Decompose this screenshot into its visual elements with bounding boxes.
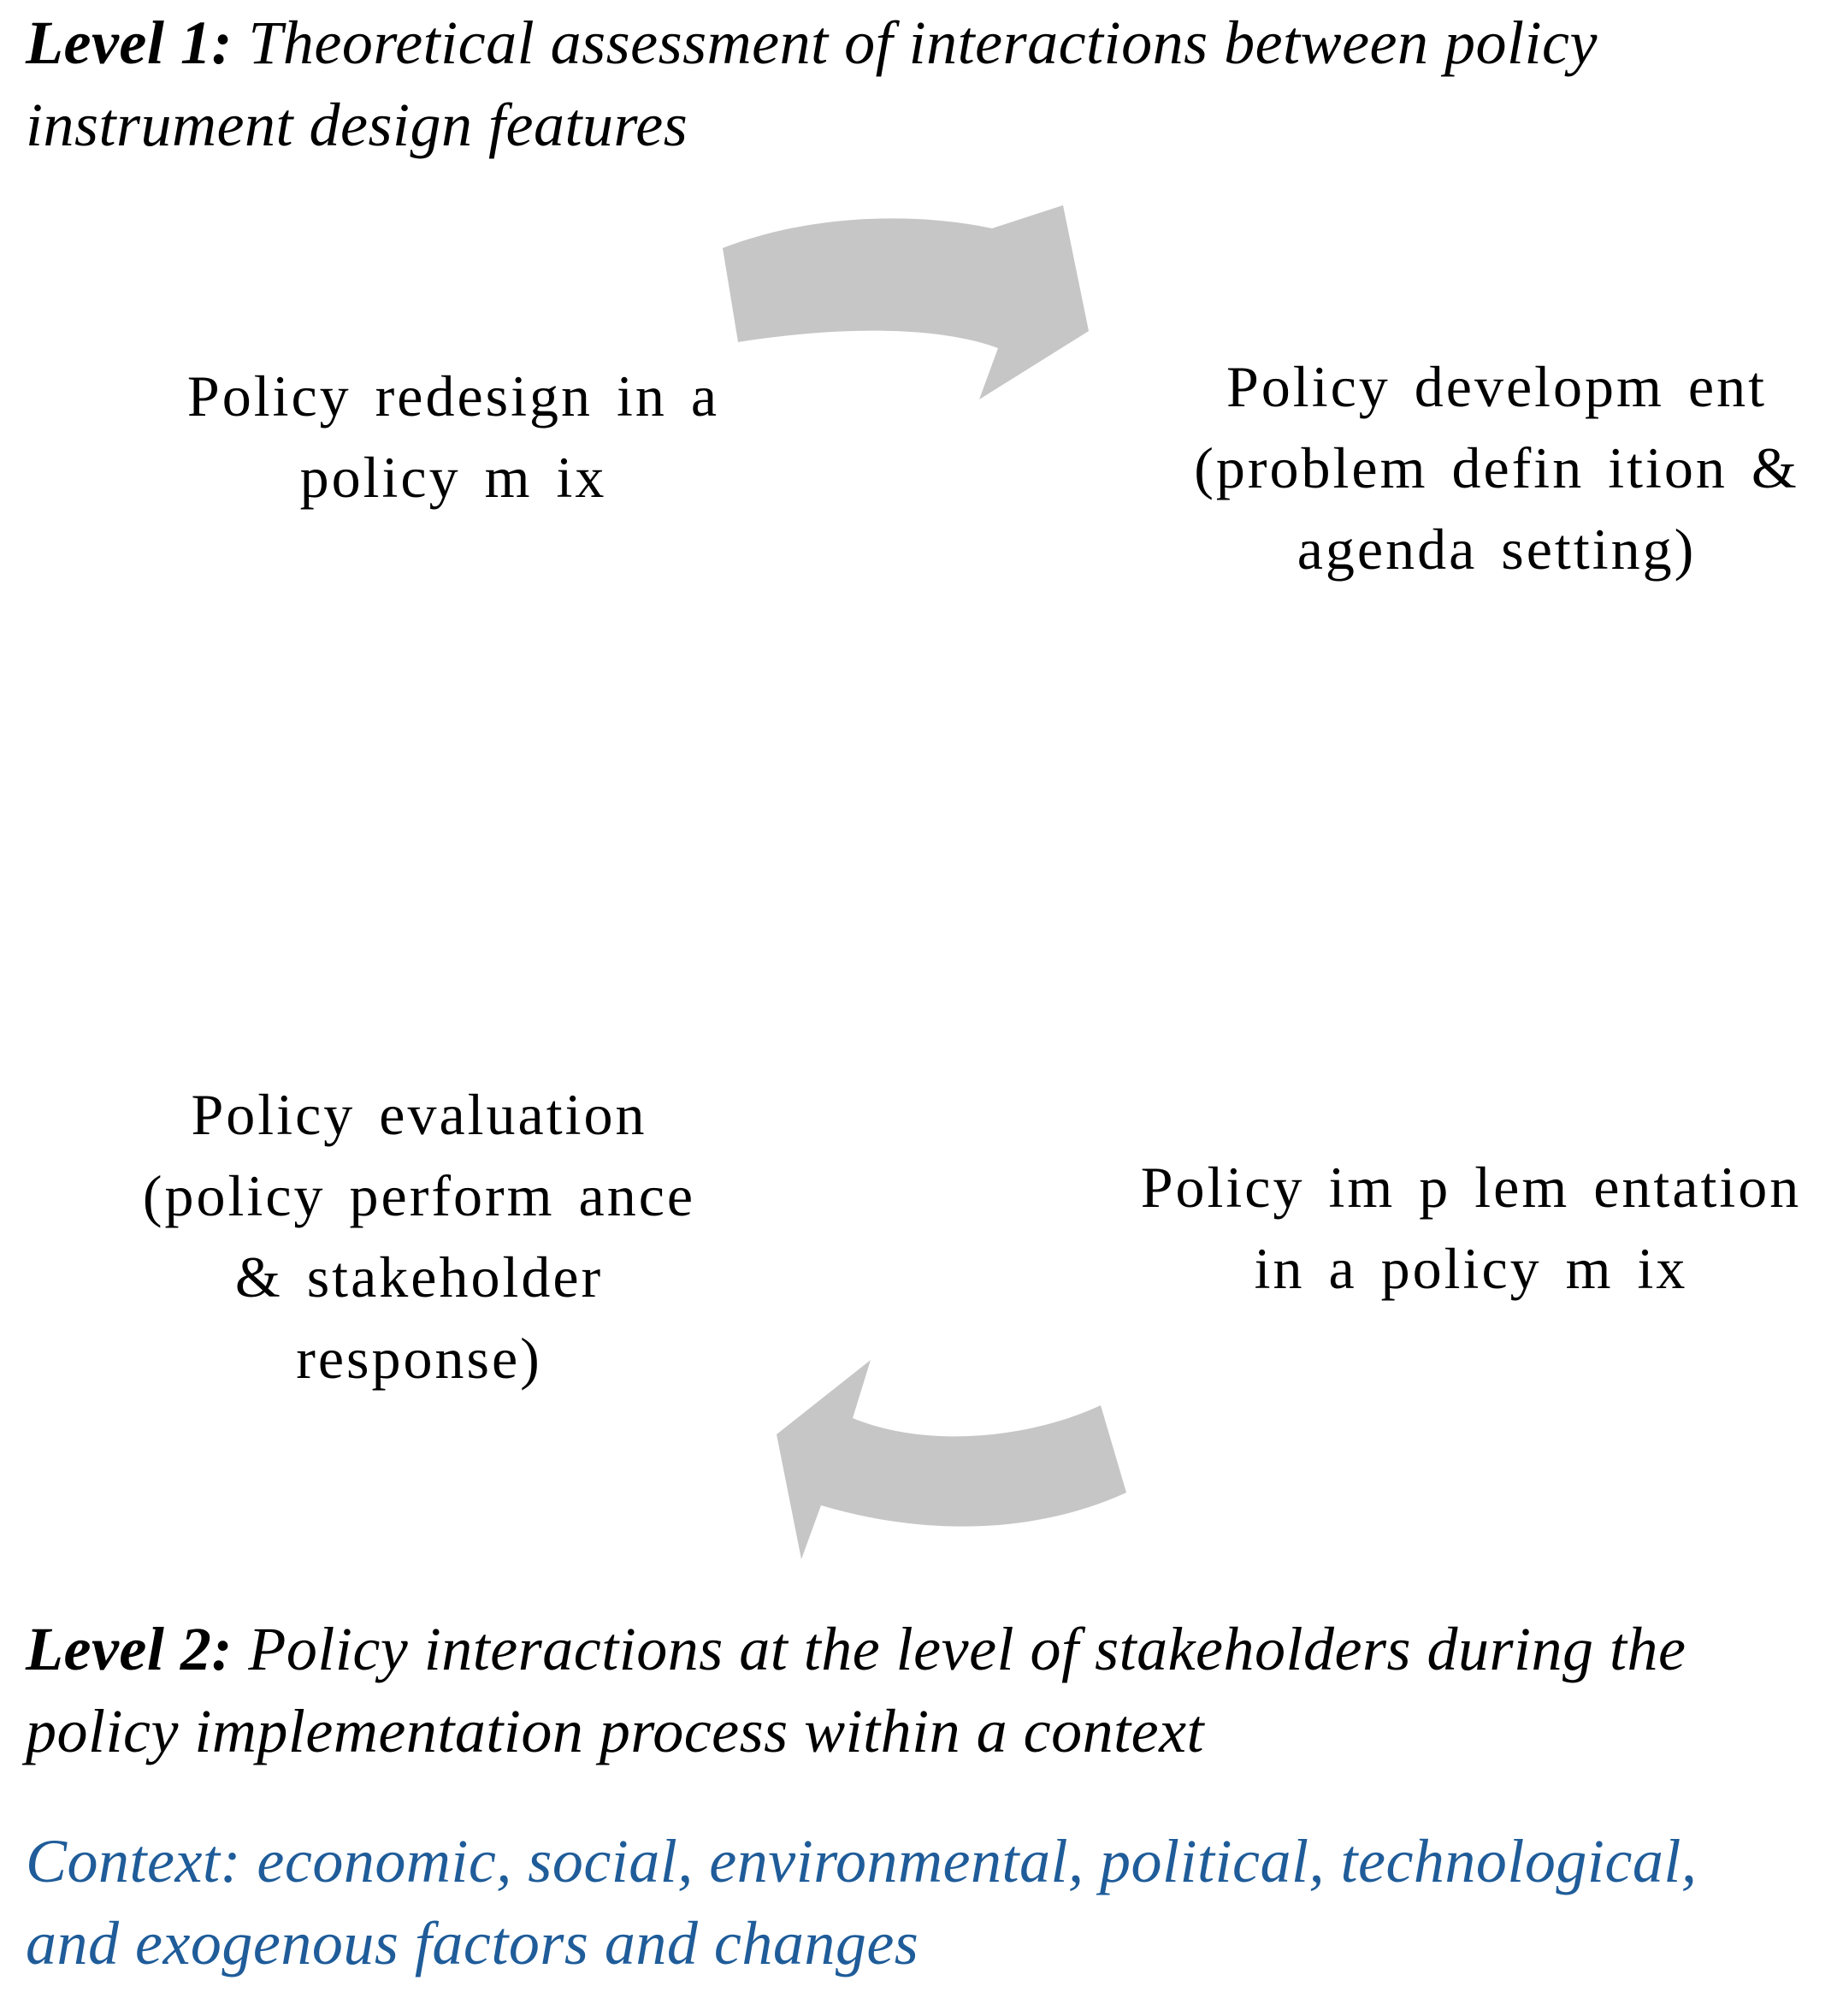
curved-arrow-right-icon xyxy=(723,205,1089,399)
curved-arrow-right-shape xyxy=(723,205,1089,399)
node-line: Policy evaluation xyxy=(191,1082,647,1147)
node-line: Policy im p lem entation xyxy=(1140,1155,1802,1220)
node-line: response) xyxy=(296,1326,542,1391)
level1-text: Theoretical assessment of interactions b… xyxy=(232,9,1598,77)
node-line: in a policy m ix xyxy=(1254,1236,1688,1301)
context-line1: Context: economic, social, environmental… xyxy=(26,1827,1698,1895)
curved-arrow-left-icon xyxy=(777,1360,1126,1559)
level2-line1: Level 2: Policy interactions at the leve… xyxy=(26,1608,1686,1690)
level1-heading: Level 1: Theoretical assessment of inter… xyxy=(26,2,1598,166)
level2-heading: Level 2: Policy interactions at the leve… xyxy=(26,1608,1686,1772)
node-policy-implementation: Policy im p lem entation in a policy m i… xyxy=(1112,1147,1830,1310)
node-line: policy m ix xyxy=(299,445,607,510)
level2-text: Policy interactions at the level of stak… xyxy=(232,1615,1686,1683)
node-line: Policy redesign in a xyxy=(186,364,720,429)
context-note: Context: economic, social, environmental… xyxy=(26,1820,1697,1984)
node-line: & stakeholder xyxy=(234,1244,604,1310)
curved-arrow-left-shape xyxy=(777,1360,1126,1559)
node-line: agenda setting) xyxy=(1297,517,1697,582)
level2-line2: policy implementation process within a c… xyxy=(26,1697,1205,1765)
level1-label: Level 1: xyxy=(26,9,233,77)
node-policy-development: Policy developm ent (problem defin ition… xyxy=(1159,346,1834,590)
node-line: (policy perform ance xyxy=(142,1163,696,1228)
node-policy-evaluation: Policy evaluation (policy perform ance &… xyxy=(94,1074,744,1399)
node-policy-redesign: Policy redesign in a policy m ix xyxy=(128,356,778,518)
context-line2: and exogenous factors and changes xyxy=(26,1909,919,1978)
node-line: Policy developm ent xyxy=(1226,354,1767,419)
level2-label: Level 2: xyxy=(26,1615,233,1683)
node-line: (problem defin ition & xyxy=(1194,435,1799,500)
level1-line1: Level 1: Theoretical assessment of inter… xyxy=(26,2,1598,84)
level1-line2: instrument design features xyxy=(26,91,688,159)
